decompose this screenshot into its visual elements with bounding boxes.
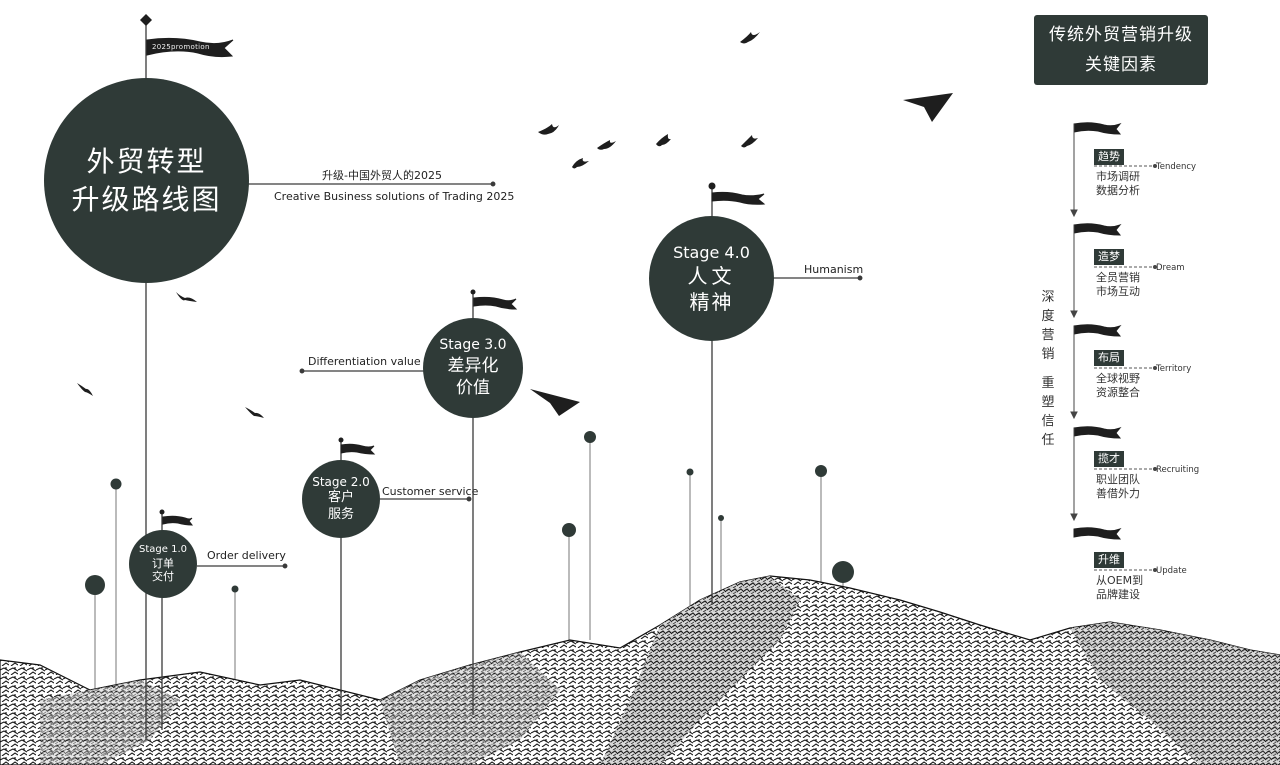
- factor-line2: 资源整合: [1096, 386, 1140, 399]
- stage-1-label: Order delivery: [207, 549, 286, 562]
- stage-3-label: Differentiation value: [308, 355, 421, 368]
- flags: [140, 14, 766, 526]
- factor-badge: 揽才: [1094, 451, 1124, 467]
- factor-line2: 数据分析: [1096, 184, 1140, 197]
- stage-4-label: Humanism: [804, 263, 864, 276]
- vertical-char: 度: [1041, 309, 1055, 324]
- right-panel-title: 传统外贸营销升级 关键因素: [1034, 15, 1208, 85]
- right-panel-title-line1: 传统外贸营销升级: [1049, 25, 1193, 45]
- vertical-char: 营: [1041, 328, 1055, 343]
- stage-3-zh1: 差异化: [447, 355, 499, 376]
- vertical-slogan: 深 度 营 销 重 塑 信 任: [1040, 288, 1056, 450]
- subtitle-zh: 升级-中国外贸人的2025: [322, 169, 442, 182]
- stage-1-circle: Stage 1.0 订单 交付: [129, 530, 197, 598]
- factor-line2: 市场互动: [1096, 285, 1140, 298]
- stage-1-zh1: 订单: [152, 556, 174, 570]
- factor-badge: 布局: [1094, 350, 1124, 366]
- main-flag-text: 2025promotion: [152, 43, 210, 51]
- paper-planes: [530, 93, 953, 416]
- vertical-char: 塑: [1041, 395, 1055, 410]
- vertical-char: 重: [1041, 376, 1055, 391]
- stage-2-circle: Stage 2.0 客户 服务: [302, 460, 380, 538]
- factor-en: Dream: [1156, 263, 1185, 273]
- birds: [77, 32, 760, 418]
- factor-line1: 全员营销: [1096, 271, 1140, 284]
- factor-line1: 全球视野: [1096, 372, 1140, 385]
- vertical-char: 信: [1041, 414, 1055, 429]
- stage-4-circle: Stage 4.0 人文 精神: [649, 216, 774, 341]
- stage-3-title: Stage 3.0: [439, 337, 507, 354]
- factor-badge: 趋势: [1094, 149, 1124, 165]
- factor-en: Recruiting: [1156, 465, 1200, 475]
- vertical-char: [1040, 364, 1056, 374]
- stage-4-zh2: 精神: [689, 289, 734, 314]
- right-panel-title-line2: 关键因素: [1085, 55, 1157, 75]
- subtitle-en: Creative Business solutions of Trading 2…: [274, 190, 515, 203]
- factor-en: Update: [1156, 566, 1187, 576]
- stage-1-zh2: 交付: [152, 570, 174, 584]
- factor-en: Tendency: [1156, 162, 1197, 172]
- right-panel-dashes: [1094, 164, 1157, 572]
- stage-1-title: Stage 1.0: [139, 544, 187, 555]
- stage-2-title: Stage 2.0: [312, 475, 370, 490]
- decorative-dots: [85, 431, 854, 595]
- vertical-char: 深: [1041, 290, 1055, 305]
- stage-4-title: Stage 4.0: [673, 242, 750, 262]
- main-title-line1: 外贸转型: [86, 144, 207, 178]
- factor-badge: 造梦: [1094, 249, 1124, 265]
- stage-2-zh1: 客户: [327, 490, 354, 506]
- factor-line2: 善借外力: [1096, 487, 1140, 500]
- stage-3-circle: Stage 3.0 差异化 价值: [423, 318, 523, 418]
- stage-4-zh1: 人文: [687, 263, 736, 288]
- main-title-circle: 外贸转型 升级路线图: [44, 78, 249, 283]
- stage-2-zh2: 服务: [327, 506, 354, 522]
- main-title-line2: 升级路线图: [71, 182, 222, 216]
- factor-en: Territory: [1156, 364, 1192, 374]
- stage-2-label: Customer service: [382, 485, 479, 498]
- factor-line1: 市场调研: [1096, 170, 1140, 183]
- factor-line2: 品牌建设: [1096, 588, 1140, 601]
- factor-line1: 职业团队: [1096, 473, 1140, 486]
- right-panel-flags: [1073, 122, 1122, 540]
- connector-lines: [197, 181, 863, 569]
- vertical-char: 销: [1041, 347, 1055, 362]
- stage-3-zh2: 价值: [456, 377, 490, 398]
- factor-badge: 升维: [1094, 552, 1124, 568]
- mountain-range: [0, 575, 1280, 765]
- right-panel-arrows: [1070, 124, 1078, 522]
- vertical-char: 任: [1041, 433, 1055, 448]
- factor-line1: 从OEM到: [1096, 574, 1144, 587]
